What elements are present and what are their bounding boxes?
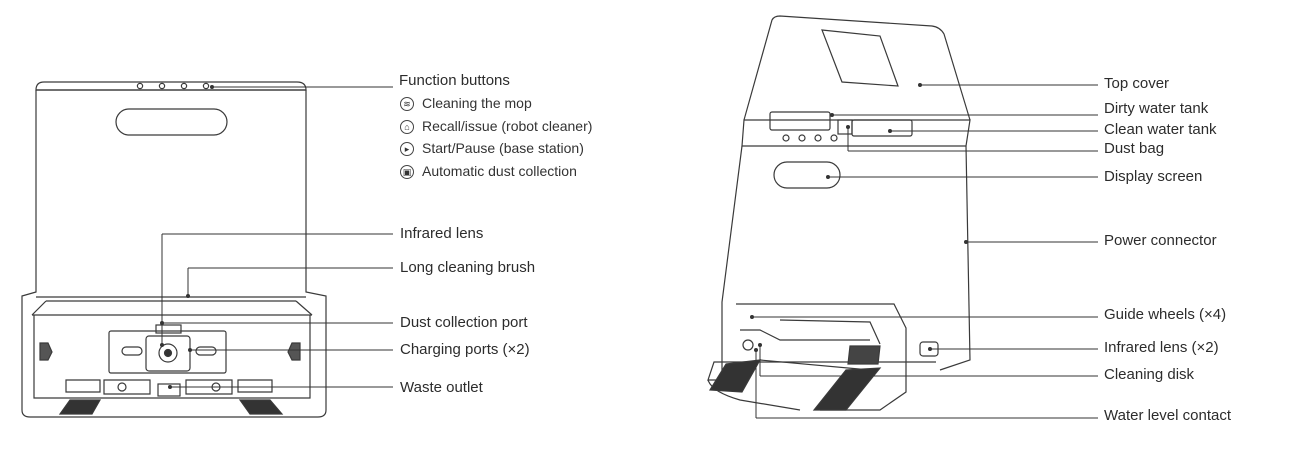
base-station-front-view [21, 81, 327, 418]
label-power-connector: Power connector [1104, 232, 1217, 249]
function-item-cleaning-mop: Cleaning the mop [422, 95, 532, 111]
label-long-cleaning-brush: Long cleaning brush [400, 259, 536, 276]
label-clean-water-tank: Clean water tank [1104, 121, 1217, 138]
base-station-angled-view [707, 15, 971, 411]
dust-icon: ▣ [400, 165, 414, 179]
label-infrared-lens-x2: Infrared lens (×2) [1104, 339, 1219, 356]
label-waste-outlet: Waste outlet [400, 379, 483, 396]
function-item-recall: Recall/issue (robot cleaner) [422, 118, 593, 134]
home-icon: ⌂ [400, 120, 414, 134]
function-item-start-pause: Start/Pause (base station) [422, 140, 584, 156]
label-display-screen: Display screen [1104, 168, 1203, 185]
label-top-cover: Top cover [1104, 75, 1170, 92]
mop-icon: ≋ [400, 97, 414, 111]
left-leader-lines [161, 86, 393, 388]
label-dust-bag: Dust bag [1104, 140, 1165, 157]
function-item-dust-collection: Automatic dust collection [422, 163, 577, 179]
label-cleaning-disk: Cleaning disk [1104, 366, 1195, 383]
label-water-level-contact: Water level contact [1104, 407, 1231, 424]
play-pause-icon: ▸ [400, 142, 414, 156]
label-dirty-water-tank: Dirty water tank [1104, 100, 1209, 117]
label-guide-wheels: Guide wheels (×4) [1104, 306, 1227, 323]
right-leader-lines [752, 84, 1098, 419]
label-infrared-lens: Infrared lens [400, 225, 484, 242]
label-function-buttons: Function buttons [399, 72, 510, 89]
label-dust-collection-port: Dust collection port [400, 314, 528, 331]
label-charging-ports: Charging ports (×2) [400, 341, 530, 358]
